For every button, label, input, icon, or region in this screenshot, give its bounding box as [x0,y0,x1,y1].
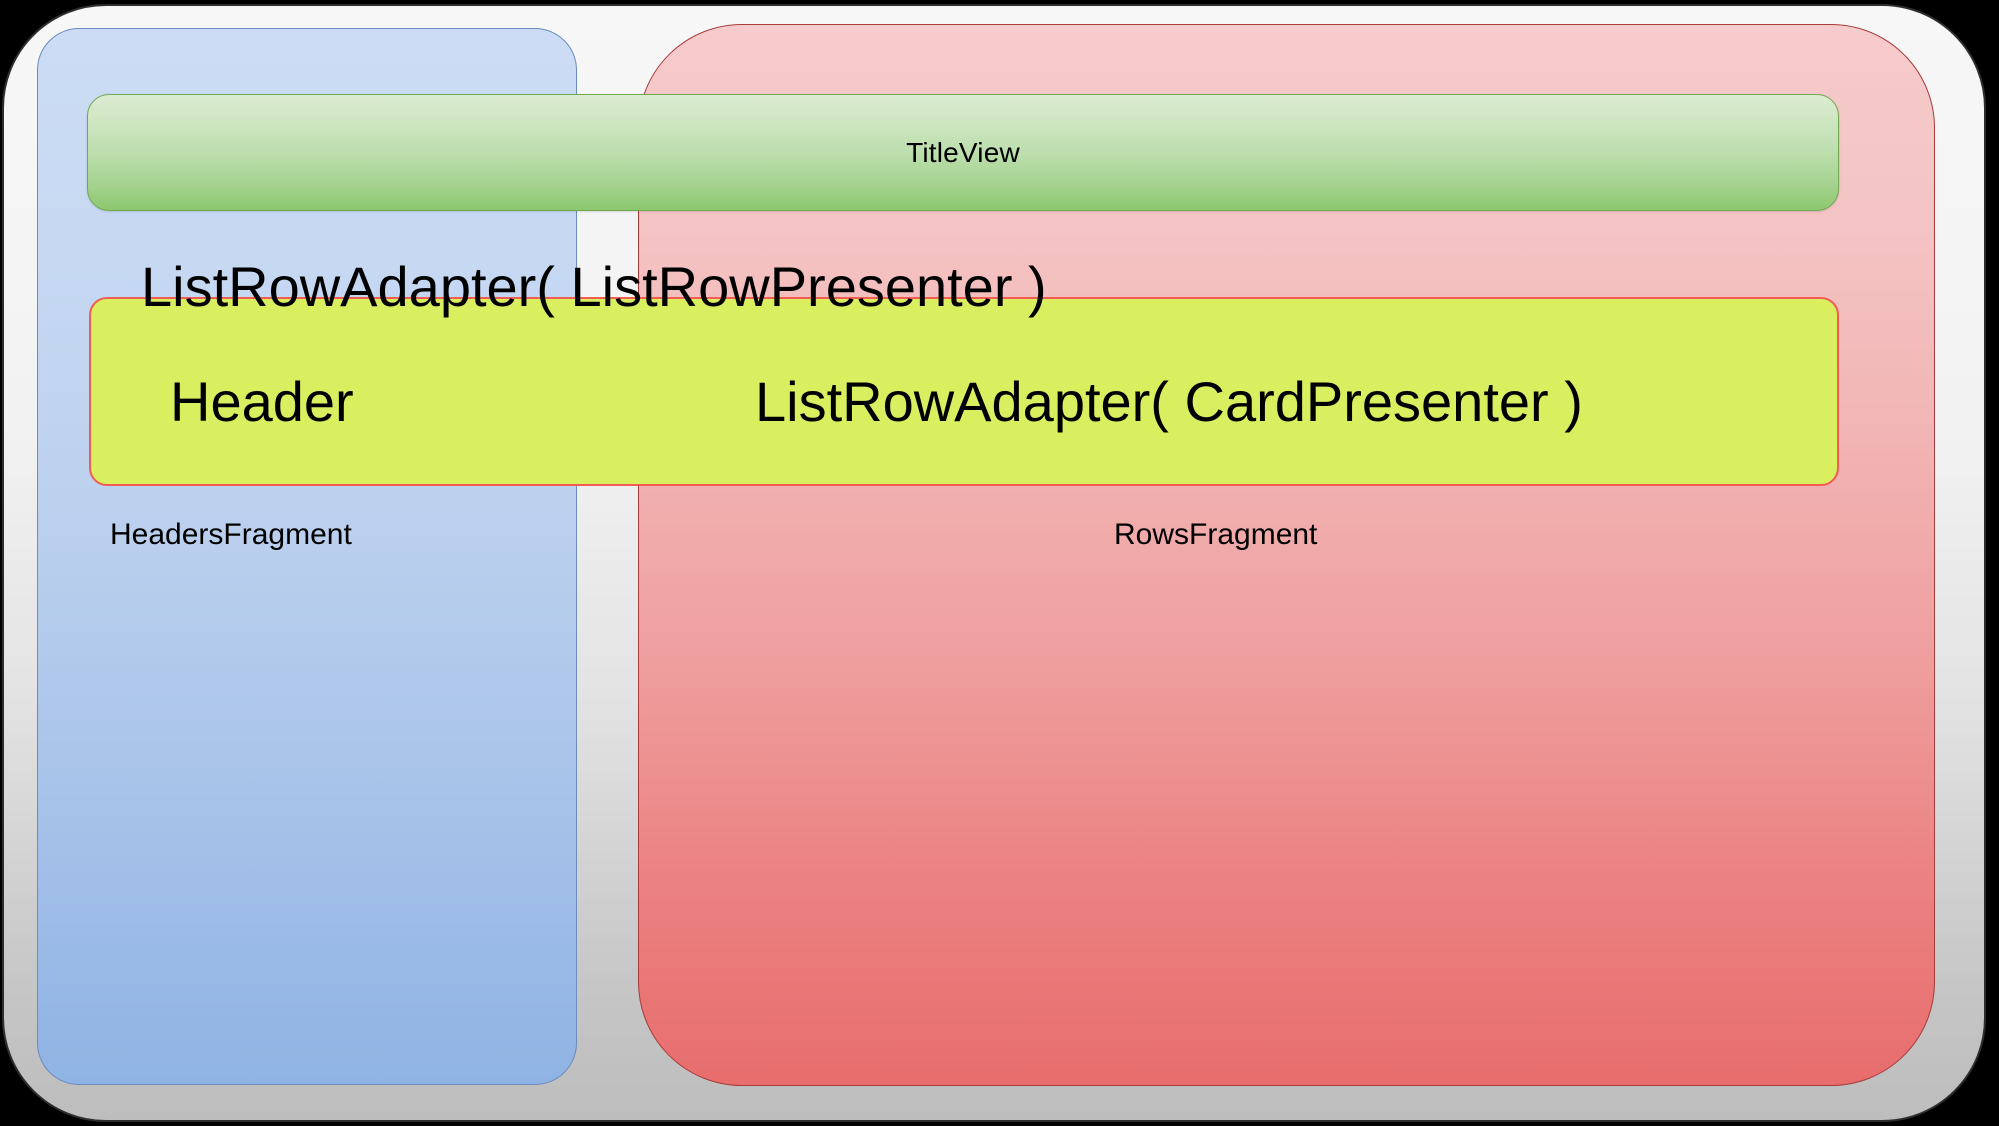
title-view-bar[interactable]: TitleView [87,94,1839,211]
list-row-adapter-card-label: ListRowAdapter( CardPresenter ) [755,370,1583,433]
header-label: Header [170,370,354,433]
list-row-adapter-box[interactable] [89,297,1839,486]
list-row-adapter-presenter-label: ListRowAdapter( ListRowPresenter ) [141,255,1047,318]
headers-fragment-label: HeadersFragment [110,518,352,551]
title-view-label: TitleView [906,136,1020,168]
rows-fragment-label: RowsFragment [1114,518,1318,551]
